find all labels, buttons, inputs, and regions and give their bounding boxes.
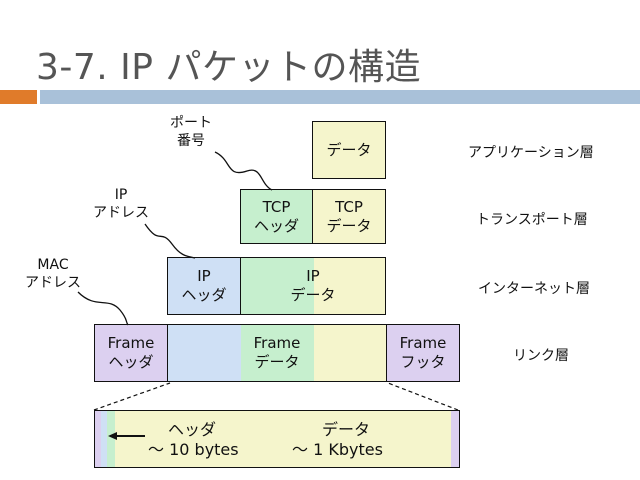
frame-data-line2: データ (254, 353, 300, 371)
ip-header-line1: IP (197, 267, 211, 285)
layer-application: アプリケーション層 (468, 145, 594, 161)
frame-header-line2: ヘッダ (108, 353, 154, 371)
layer-link: リンク層 (513, 348, 569, 364)
ip-header-box: IP ヘッダ (167, 257, 241, 315)
frame-header-box: Frame ヘッダ (94, 324, 168, 382)
layer-internet: インターネット層 (478, 281, 590, 297)
callout-mac-line2: アドレス (25, 275, 81, 291)
callout-port-line1: ポート (170, 115, 212, 131)
frame-footer-line1: Frame (399, 334, 447, 352)
callout-ip-line2: アドレス (93, 205, 149, 221)
tcp-header-box: TCP ヘッダ (240, 189, 313, 244)
callout-ip-line1: IP (114, 187, 128, 203)
tcp-data-line2: データ (326, 216, 372, 235)
title-underline-bar (40, 90, 640, 104)
tcp-data-box: TCP データ (312, 189, 386, 244)
callout-ip-address: IP アドレス (93, 186, 149, 222)
tcp-header-line1: TCP (262, 197, 291, 216)
callout-port-line2: 番号 (177, 133, 205, 149)
frame-detail-box (94, 410, 460, 468)
app-data-box: データ (312, 121, 386, 179)
expand-dashed-right (387, 382, 459, 411)
slide-title: 3-7. IP パケットの構造 (36, 47, 421, 88)
layer-transport: トランスポート層 (476, 212, 588, 228)
expand-dashed-left (93, 382, 171, 411)
frame-data-line1: Frame (253, 334, 301, 352)
frame-footer-box: Frame フッタ (386, 324, 460, 382)
frame-header-line1: Frame (107, 334, 155, 352)
detail-header-label: ヘッダ (168, 420, 217, 439)
callout-port-number: ポート 番号 (170, 114, 212, 150)
detail-header-size: ～ 10 bytes (148, 440, 239, 459)
tcp-header-line2: ヘッダ (253, 216, 299, 235)
detail-data-size: ～ 1 Kbytes (292, 440, 383, 459)
ip-data-box: IP データ (240, 257, 386, 315)
ip-header-line2: ヘッダ (181, 286, 227, 304)
callout-mac-address: MAC アドレス (25, 256, 81, 292)
title-accent-bar (0, 90, 37, 104)
ip-leader-line (144, 223, 196, 259)
app-data-label: データ (326, 140, 372, 159)
mac-leader-line (77, 291, 129, 326)
tcp-data-line1: TCP (335, 197, 363, 216)
frame-data-box: Frame データ (167, 324, 387, 382)
callout-mac-line1: MAC (37, 257, 69, 273)
ip-data-line1: IP (306, 267, 320, 285)
ip-data-line2: データ (290, 286, 336, 304)
detail-data-label: データ (322, 420, 371, 439)
frame-footer-line2: フッタ (400, 353, 446, 371)
port-leader-line (214, 151, 273, 191)
